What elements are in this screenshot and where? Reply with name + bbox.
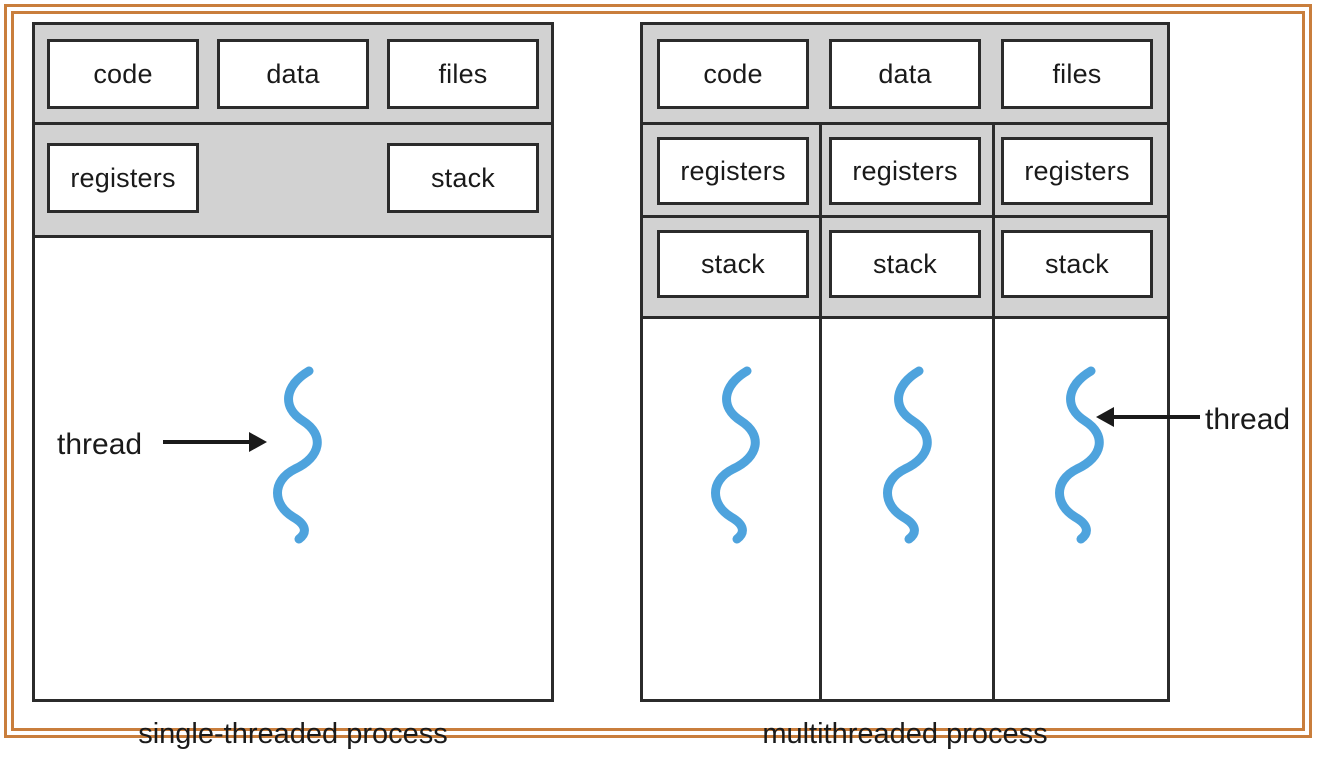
thread-squiggle-single bbox=[273, 366, 322, 544]
multi-stack-box-2: stack bbox=[829, 230, 981, 298]
caption-multithreaded: multithreaded process bbox=[762, 718, 1048, 750]
multi-registers-box-1: registers bbox=[657, 137, 809, 205]
single-code-box: code bbox=[47, 39, 199, 109]
multi-registers-label-3: registers bbox=[1024, 155, 1130, 186]
single-code-label: code bbox=[93, 58, 153, 89]
multi-files-box: files bbox=[1001, 39, 1153, 109]
multi-registers-label-1: registers bbox=[680, 155, 786, 186]
single-data-box: data bbox=[217, 39, 369, 109]
thread-label-right: thread bbox=[1205, 403, 1291, 436]
arrow-left-icon bbox=[1096, 407, 1200, 427]
multi-registers-box-3: registers bbox=[1001, 137, 1153, 205]
multi-stack-label-2: stack bbox=[872, 248, 938, 279]
single-registers-label: registers bbox=[70, 162, 176, 193]
thread-squiggle-multi-2 bbox=[883, 366, 932, 544]
thread-squiggle-multi-1 bbox=[711, 366, 760, 544]
single-files-label: files bbox=[438, 58, 488, 89]
multi-registers-label-2: registers bbox=[852, 155, 958, 186]
single-stack-box: stack bbox=[387, 143, 539, 213]
single-stack-label: stack bbox=[430, 162, 496, 193]
multi-registers-band: registers registers registers bbox=[643, 125, 1167, 218]
multi-code-label: code bbox=[703, 58, 763, 89]
multi-files-label: files bbox=[1052, 58, 1102, 89]
caption-single-threaded: single-threaded process bbox=[138, 718, 448, 750]
single-registers-box: registers bbox=[47, 143, 199, 213]
thread-column-divider-1 bbox=[819, 125, 822, 699]
thread-column-divider-2 bbox=[992, 125, 995, 699]
multi-stack-label-3: stack bbox=[1044, 248, 1110, 279]
single-data-label: data bbox=[266, 58, 320, 89]
single-thread-state-band: registers stack bbox=[35, 125, 551, 238]
single-files-box: files bbox=[387, 39, 539, 109]
single-shared-resources-band: code data files bbox=[35, 25, 551, 125]
multithreaded-process-panel: code data files registers registers regi… bbox=[640, 22, 1170, 702]
multi-stack-band: stack stack stack bbox=[643, 218, 1167, 319]
multi-stack-box-1: stack bbox=[657, 230, 809, 298]
multi-stack-label-1: stack bbox=[700, 248, 766, 279]
multi-code-box: code bbox=[657, 39, 809, 109]
multi-stack-box-3: stack bbox=[1001, 230, 1153, 298]
multi-registers-box-2: registers bbox=[829, 137, 981, 205]
multi-data-box: data bbox=[829, 39, 981, 109]
thread-squiggle-multi-3 bbox=[1055, 366, 1104, 544]
multi-shared-resources-band: code data files bbox=[643, 25, 1167, 125]
multi-data-label: data bbox=[878, 58, 932, 89]
thread-label-left: thread bbox=[57, 428, 143, 461]
single-threaded-process-panel: code data files registers stack thread bbox=[32, 22, 554, 702]
arrow-right-icon bbox=[163, 432, 267, 452]
